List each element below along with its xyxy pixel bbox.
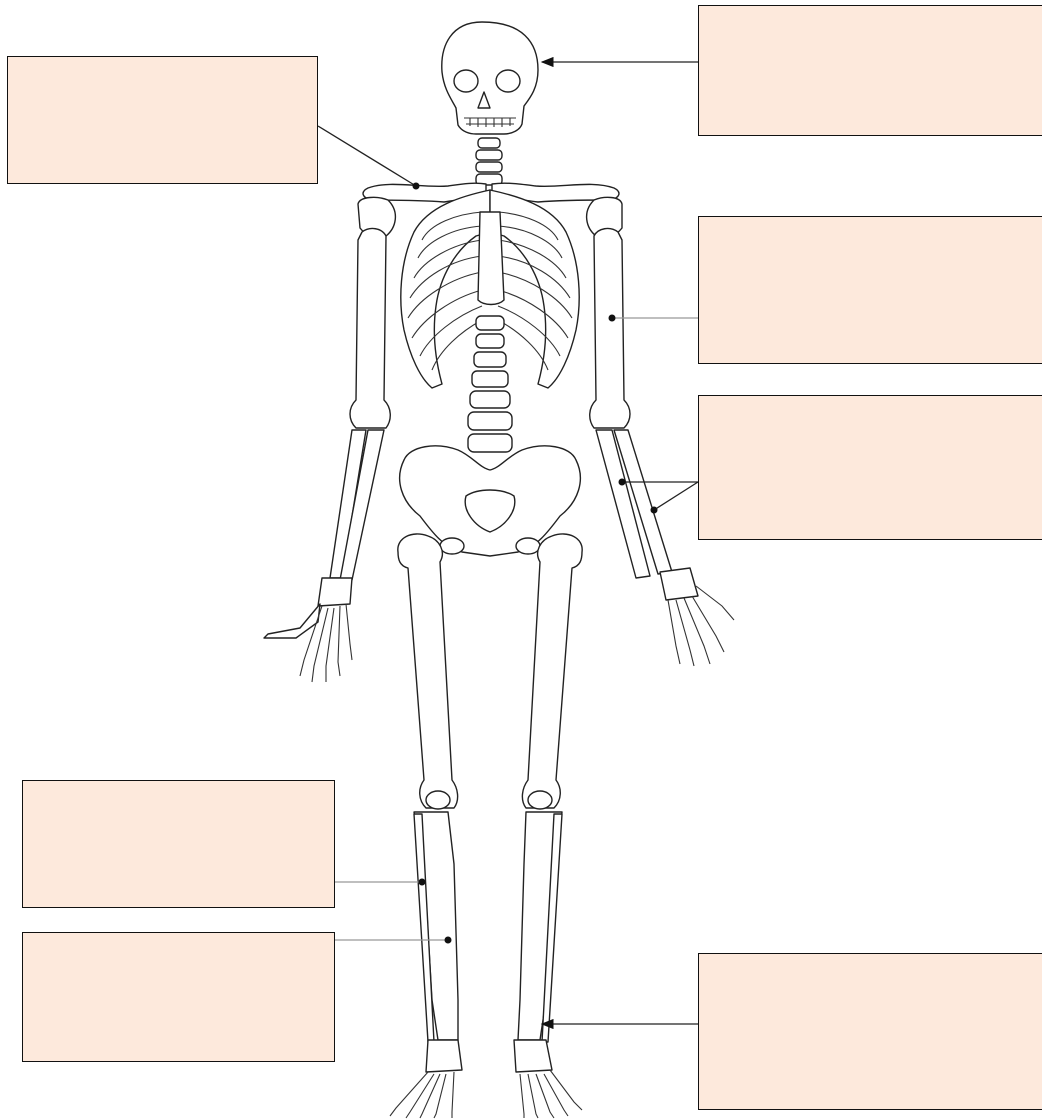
label-box-clavicle[interactable] — [7, 56, 318, 184]
left-arm — [264, 229, 390, 682]
clavicle-leader — [318, 126, 416, 186]
fibula-pointer-dot — [419, 879, 426, 886]
humerus-pointer-dot — [609, 315, 616, 322]
tibia-pointer-dot — [445, 937, 452, 944]
label-box-fibula[interactable] — [22, 780, 335, 908]
label-box-skull[interactable] — [698, 5, 1042, 136]
ulna-leader — [654, 482, 698, 510]
skull-bone — [442, 22, 538, 134]
label-box-tarsals[interactable] — [698, 953, 1042, 1110]
label-box-radius-ulna[interactable] — [698, 395, 1042, 540]
clavicle-pointer-dot — [413, 183, 420, 190]
left-leg — [390, 534, 462, 1118]
right-leg — [514, 534, 582, 1118]
cervical-spine — [476, 138, 502, 185]
label-box-tibia[interactable] — [22, 932, 335, 1062]
label-box-humerus[interactable] — [698, 216, 1042, 364]
ulna-pointer-dot — [651, 507, 658, 514]
radius-pointer-dot — [619, 479, 626, 486]
lumbar-spine — [468, 316, 512, 452]
